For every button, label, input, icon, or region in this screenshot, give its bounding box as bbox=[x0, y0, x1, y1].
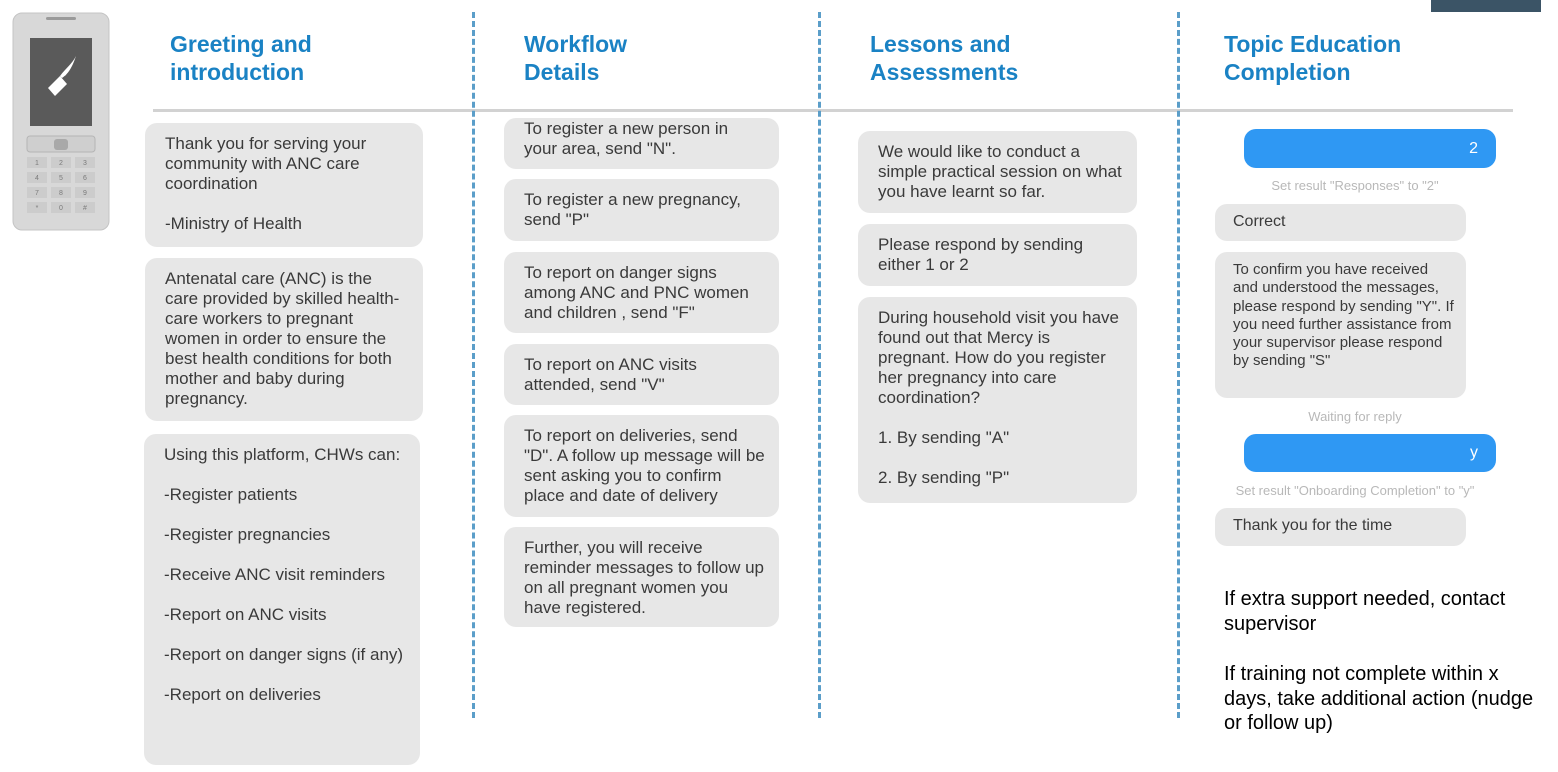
header-completion: Topic Education Completion bbox=[1224, 30, 1401, 86]
header-greeting: Greeting and introduction bbox=[170, 30, 312, 86]
support-note: If extra support needed, contact supervi… bbox=[1224, 588, 1506, 635]
reply-bubble: 2 bbox=[1244, 129, 1496, 168]
phone-key: 1 bbox=[35, 160, 39, 167]
message-bubble: Using this platform, CHWs can: -Register… bbox=[144, 434, 420, 765]
header-workflow: Workflow Details bbox=[524, 30, 627, 86]
header-lessons: Lessons and Assessments bbox=[870, 30, 1018, 86]
column-divider bbox=[818, 12, 821, 718]
phone-key: 5 bbox=[59, 175, 63, 182]
message-bubble: To report on deliveries, send "D". A fol… bbox=[504, 415, 779, 517]
message-bubble: Correct bbox=[1215, 204, 1466, 241]
header-line: Greeting and bbox=[170, 31, 312, 57]
phone-key: 2 bbox=[59, 160, 63, 167]
message-bubble: Please respond by sending either 1 or 2 bbox=[858, 224, 1137, 286]
phone-key: 4 bbox=[35, 175, 39, 182]
phone-key: 8 bbox=[59, 190, 63, 197]
phone-icon: 1 2 3 4 5 6 7 8 9 * 0 # bbox=[12, 12, 110, 232]
phone-key: 9 bbox=[83, 190, 87, 197]
corner-tab bbox=[1431, 0, 1541, 12]
header-line: Lessons and bbox=[870, 31, 1011, 57]
header-line: introduction bbox=[170, 59, 305, 85]
message-bubble: Further, you will receive reminder messa… bbox=[504, 527, 779, 627]
phone-key: # bbox=[83, 205, 87, 212]
column-divider bbox=[1177, 12, 1180, 718]
header-line: Completion bbox=[1224, 59, 1351, 85]
message-bubble: Antenatal care (ANC) is the care provide… bbox=[145, 258, 423, 421]
phone-key: 6 bbox=[83, 175, 87, 182]
header-line: Details bbox=[524, 59, 600, 85]
phone-key: 0 bbox=[59, 205, 63, 212]
reply-bubble: y bbox=[1244, 434, 1496, 472]
message-bubble: Thank you for serving your community wit… bbox=[145, 123, 423, 247]
phone-key: * bbox=[36, 205, 39, 212]
message-bubble: To report on ANC visits attended, send "… bbox=[504, 344, 779, 405]
header-line: Workflow bbox=[524, 31, 628, 57]
message-bubble: To report on danger signs among ANC and … bbox=[504, 252, 779, 333]
message-bubble: To register a new pregnancy, send "P" bbox=[504, 179, 779, 241]
message-bubble: During household visit you have found ou… bbox=[858, 297, 1137, 503]
message-bubble: To confirm you have received and underst… bbox=[1215, 252, 1466, 398]
result-note: Set result "Responses" to "2" bbox=[1271, 178, 1439, 193]
followup-note: If training not complete within x days, … bbox=[1224, 663, 1534, 734]
header-line: Topic Education bbox=[1224, 31, 1402, 57]
header-line: Assessments bbox=[870, 59, 1019, 85]
message-bubble: We would like to conduct a simple practi… bbox=[858, 131, 1137, 213]
message-bubble: Thank you for the time bbox=[1215, 508, 1466, 546]
column-divider bbox=[472, 12, 475, 718]
result-note: Set result "Onboarding Completion" to "y… bbox=[1235, 483, 1475, 498]
header-divider bbox=[153, 109, 1513, 112]
phone-key: 3 bbox=[83, 160, 87, 167]
waiting-note: Waiting for reply bbox=[1308, 409, 1402, 424]
message-bubble: To register a new person in your area, s… bbox=[504, 118, 779, 169]
phone-key: 7 bbox=[35, 190, 39, 197]
